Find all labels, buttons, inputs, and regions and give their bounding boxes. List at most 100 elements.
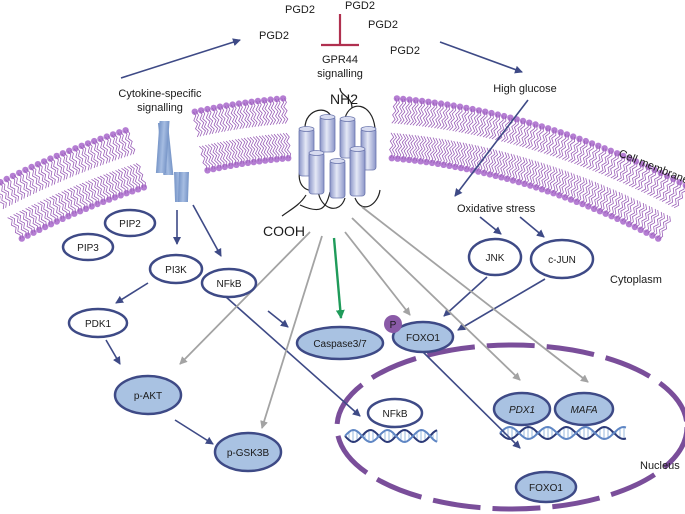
svg-text:PI3K: PI3K [165,265,187,276]
lipid-head [567,196,575,203]
lipid-head [0,179,4,186]
lipid-tail [121,167,132,192]
lipid-tail [643,170,657,194]
lipid-tail [444,139,451,166]
lipid-head [221,163,228,171]
lipid-tail [267,134,274,160]
lipid-tail [67,188,80,212]
lipid-head [544,188,551,195]
lipid-head [446,162,453,169]
lipid-head [431,99,438,106]
lipid-tail [19,211,33,234]
lipid-tail [239,103,246,129]
lipid-tail [105,173,117,197]
lipid-tail [37,202,51,225]
lipid-tail [135,163,146,188]
lipid-tail [545,166,555,192]
lipid-tail [30,167,41,192]
lipid-head [210,104,217,112]
lipid-head [216,103,224,110]
lipid-tail [661,179,675,202]
lipid-tail [80,146,90,171]
lipid-tail [615,194,627,219]
lipid-tail [225,140,234,166]
lipid-tail [564,137,576,161]
lipid-tail [621,197,633,222]
lipid-tail [659,178,673,201]
arrow-nfkb-to-caspase [267,310,289,328]
cell-membrane-bilayer [0,95,685,242]
lipid-head [72,145,79,152]
node-pakt: p-AKT [113,374,183,416]
lipid-head [614,215,621,222]
lipid-tail [430,102,438,128]
pgd2-label-1: PGD2 [285,4,315,16]
node-caspase: Caspase3/7 [295,325,385,361]
lipid-tail [479,146,487,173]
lipid-tail [211,143,219,169]
lipid-tail [513,120,523,145]
lipid-tail [282,133,289,159]
lipid-head [582,137,589,145]
node-jnk: JNK [467,237,523,277]
lipid-tail [630,201,642,226]
lipid-tail [455,106,463,132]
lipid-tail [249,101,255,128]
lipid-head [488,109,495,117]
lipid-tail [571,175,582,201]
arrow-gpr44-to-pgsk3b [260,235,323,429]
gpr44-signalling-label: signalling [317,68,363,80]
lipid-tail [70,149,81,175]
lipid-head [434,160,442,167]
lipid-tail [126,129,136,155]
lipid-tail [467,109,476,135]
lipid-head [532,121,539,128]
lipid-tail [69,187,82,211]
lipid-tail [485,148,493,174]
arrow-oxstress-to-cjun [519,216,545,238]
lipid-tail [555,133,567,158]
lipid-tail [522,123,532,148]
lipid-tail [566,173,576,199]
lipid-head [59,150,67,157]
lipid-tail [650,211,663,236]
lipid-tail [415,135,421,161]
lipid-tail [400,133,407,160]
svg-text:Caspase3/7: Caspase3/7 [313,339,367,350]
lipid-head [204,167,211,174]
lipid-tail [0,193,7,208]
lipid-tail [217,142,225,168]
lipid-tail [667,182,682,205]
lipid-tail [461,108,469,133]
lipid-tail [395,133,401,159]
lipid-head [47,221,55,228]
lipid-head [602,210,609,217]
lipid-head [475,168,482,175]
lipid-head [129,188,136,195]
lipid-tail [403,133,409,160]
lipid-tail [223,141,231,167]
lipid-head [254,97,262,105]
node-foxo1: FOXO1 [391,320,455,354]
lipid-tail [48,158,60,183]
lipid-tail [5,179,17,203]
lipid-head [84,140,92,147]
lipid-tail [576,141,588,166]
lipid-tail [205,144,213,170]
lipid-head [437,100,445,107]
lipid-tail [111,134,121,160]
lipid-tail [542,165,552,191]
lipid-tail [211,107,219,134]
lipid-head [428,159,436,167]
lipid-head [521,180,528,187]
lipid-tail [276,133,283,159]
lipid-tail [51,195,65,219]
lipid-tail [33,203,47,227]
lipid-tail [391,98,398,124]
lipid-head [36,226,43,233]
lipid-head [463,104,470,112]
lipid-tail [51,157,62,182]
lipid-tail [214,107,221,133]
arrow-pakt-to-pgsk3b [174,419,214,445]
lipid-tail [412,100,419,126]
